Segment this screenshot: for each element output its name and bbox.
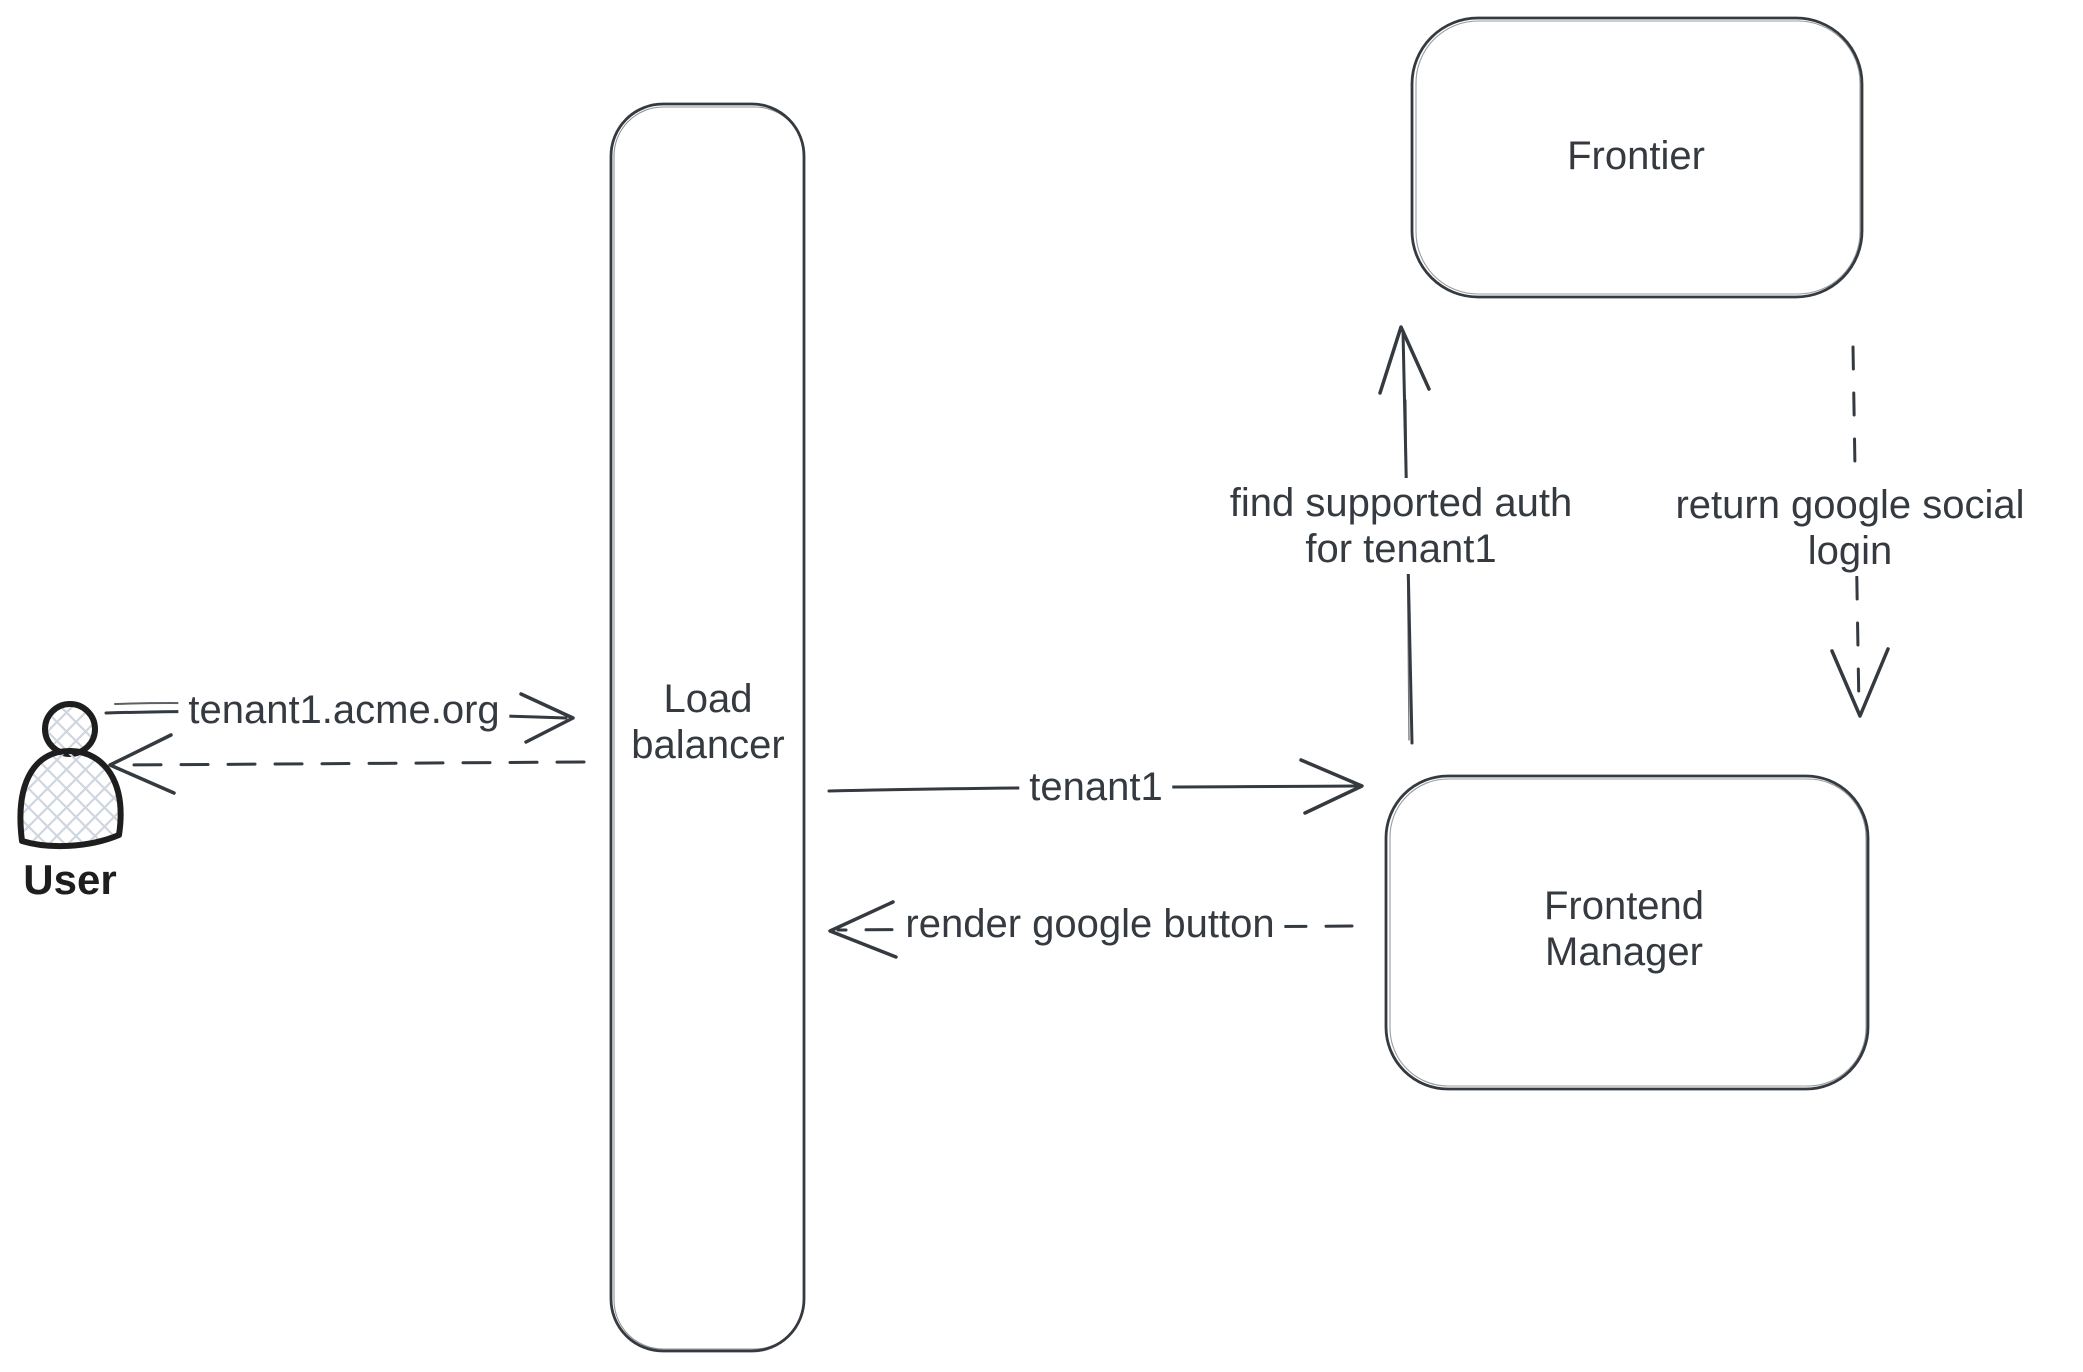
edge-label-return-google-social-login-line1: return google social xyxy=(1675,483,2025,527)
load-balancer-label-line1: Load xyxy=(663,677,753,721)
edge-label-find-supported-auth-line2: for tenant1 xyxy=(1305,527,1497,571)
arrow-frontier-to-frontend-manager xyxy=(1830,345,1890,718)
edge-label-find-supported-auth: find supported auth for tenant1 xyxy=(1219,478,1583,574)
edge-label-render-google-button: render google button xyxy=(895,899,1285,949)
load-balancer-label: Load balancer xyxy=(631,676,784,768)
edge-label-tenant1-acme-org: tenant1.acme.org xyxy=(178,685,510,735)
frontend-manager-label-line2: Manager xyxy=(1545,930,1703,974)
edge-label-return-google-social-login: return google social login xyxy=(1665,480,2035,576)
edge-label-return-google-social-login-line2: login xyxy=(1807,529,1893,573)
frontend-manager-box xyxy=(1384,774,1870,1091)
user-icon-body xyxy=(17,747,124,850)
load-balancer-label-line2: balancer xyxy=(631,723,785,767)
edge-label-tenant1: tenant1 xyxy=(1019,762,1173,812)
user-label: User xyxy=(23,856,117,903)
arrow-load-balancer-to-user xyxy=(108,733,586,795)
frontier-box xyxy=(1410,16,1864,299)
user-icon-head xyxy=(42,701,98,757)
frontend-manager-label-line1: Frontend xyxy=(1543,884,1705,928)
user-icon xyxy=(17,701,124,850)
frontend-manager-label: Frontend Manager xyxy=(1544,883,1704,975)
frontier-label: Frontier xyxy=(1567,134,1705,178)
load-balancer-box xyxy=(609,102,806,1353)
edge-label-find-supported-auth-line1: find supported auth xyxy=(1229,481,1573,525)
